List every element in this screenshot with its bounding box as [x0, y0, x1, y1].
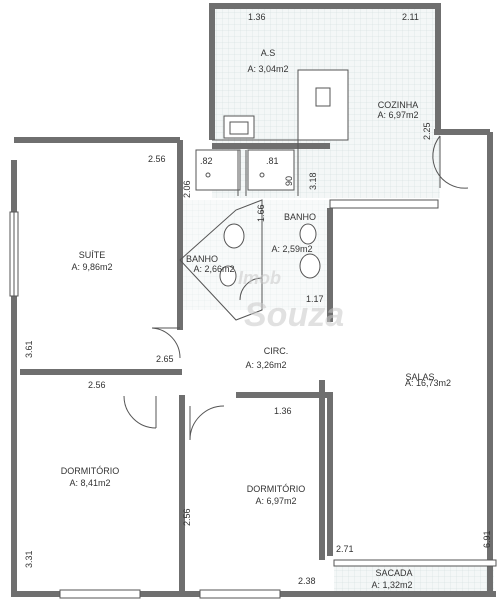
- dim-dorm2-bottom: 2.38: [298, 576, 316, 586]
- dim-dorm2-height: 2.56: [182, 508, 192, 526]
- room-name-as: A.S: [260, 48, 276, 58]
- room-area-banho-2: A: 2,59m2: [271, 244, 313, 254]
- room-name-banho-2: BANHO: [283, 212, 317, 222]
- dim-cozinha-depth: 2.25: [422, 122, 432, 140]
- dim-circ-width: 2.65: [156, 354, 174, 364]
- dim-shaft-1: .82: [200, 156, 213, 166]
- dim-banho-height: 1.66: [256, 204, 266, 222]
- room-name-dorm-1: DORMITÓRIO: [60, 466, 120, 476]
- dim-dorm2-width: 1.36: [274, 406, 292, 416]
- room-area-circ: A: 3,26m2: [245, 360, 287, 370]
- inner-lines: [9, 69, 497, 599]
- dim-suite-width: 2.56: [148, 154, 166, 164]
- room-area-cozinha: A: 6,97m2: [377, 110, 419, 120]
- dim-dorm1-height: 3.31: [24, 550, 34, 568]
- room-name-circ: CIRC.: [263, 346, 289, 356]
- dim-as-width: 1.36: [248, 12, 266, 22]
- room-name-sacada: SACADA: [375, 568, 413, 578]
- room-name-dorm-2: DORMITÓRIO: [246, 484, 306, 494]
- dim-sacada-width: 2.71: [336, 544, 354, 554]
- room-area-banho-1: A: 2,66m2: [193, 264, 235, 274]
- room-area-dorm-1: A: 8,41m2: [69, 478, 111, 488]
- dim-kitchen-wall: 3.18: [308, 172, 318, 190]
- walls: [11, 3, 496, 597]
- dim-salas-height: 6.91: [482, 530, 492, 548]
- watermark-top: Imob: [238, 268, 281, 288]
- room-name-suite: SUÍTE: [78, 250, 106, 260]
- dim-dorm1-width: 2.56: [88, 380, 106, 390]
- dim-suite-height: 3.61: [24, 340, 34, 358]
- room-area-suite: A: 9,86m2: [71, 262, 113, 272]
- watermark-bottom: Souza: [244, 296, 345, 334]
- room-area-dorm-2: A: 6,97m2: [255, 496, 297, 506]
- room-name-cozinha: COZINHA: [377, 100, 419, 110]
- room-name-salas: SALAS: [405, 372, 435, 382]
- dim-shaft-height-2: 90: [284, 175, 294, 186]
- dim-cozinha-width: 2.11: [402, 12, 419, 22]
- room-name-banho-1: BANHO: [185, 254, 219, 264]
- room-area-sacada: A: 1,32m2: [371, 580, 413, 590]
- dim-shaft-height: 2.06: [182, 180, 192, 198]
- dim-banho-width: 1.17: [306, 294, 324, 304]
- room-area-salas: A: 16,73m2: [404, 378, 452, 388]
- sacada-floor: [334, 562, 494, 594]
- room-area-as: A: 3,04m2: [247, 64, 289, 74]
- dim-shaft-2: .81: [266, 156, 279, 166]
